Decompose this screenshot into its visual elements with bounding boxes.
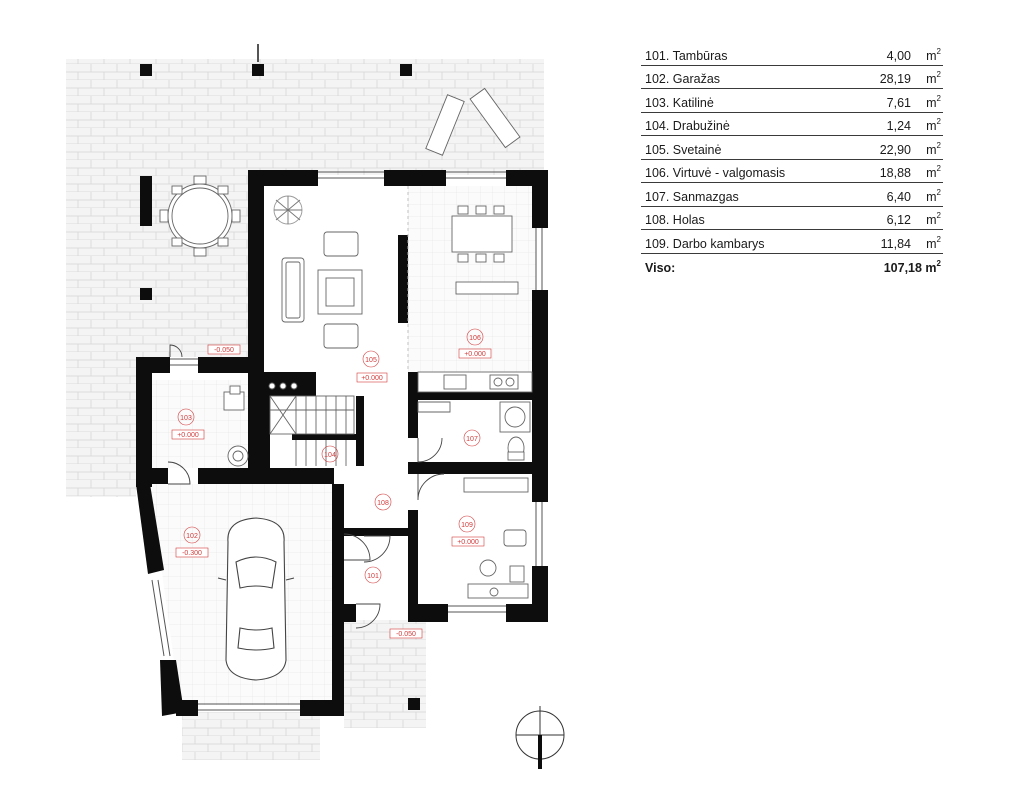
level-106: +0.000 — [464, 351, 486, 358]
room-name: 108. Holas — [645, 213, 705, 227]
outdoor-table — [159, 175, 241, 257]
total-row: Viso: 107,18 m2 — [641, 254, 943, 277]
tag-107: 107 — [466, 436, 478, 443]
tag-108: 108 — [377, 500, 389, 507]
room-name: 105. Svetainė — [645, 142, 722, 157]
room-name: 104. Drabužinė — [645, 119, 730, 133]
tag-106: 106 — [469, 335, 481, 342]
level-105: +0.000 — [361, 375, 383, 382]
door-swings — [167, 344, 445, 629]
total-area: 107,18 m2 — [883, 258, 941, 275]
tag-103: 103 — [180, 415, 192, 422]
windows — [151, 171, 543, 711]
room-name: 101. Tambūras — [645, 48, 728, 63]
bathroom-fixtures — [417, 401, 531, 461]
tag-105: 105 — [365, 357, 377, 364]
total-label: Viso: — [645, 260, 676, 275]
staircase — [268, 382, 355, 466]
room-tags: 105 +0.000 106 +0.000 103 +0.000 107 104… — [171, 335, 492, 639]
sun-loungers — [425, 87, 521, 156]
level-102: -0.300 — [182, 550, 202, 557]
room-name: 109. Darbo kambarys — [645, 236, 765, 251]
level-109: +0.000 — [457, 539, 479, 546]
living-room-furniture — [273, 186, 409, 372]
room-name: 103. Katilinė — [645, 95, 714, 110]
tag-104: 104 — [324, 452, 336, 459]
tag-109: 109 — [461, 522, 473, 529]
room-tag-circles — [177, 328, 484, 584]
tag-101: 101 — [367, 573, 379, 580]
car-icon — [217, 517, 295, 681]
boiler-room-fixtures — [223, 385, 249, 467]
room-name: 107. Sanmazgas — [645, 189, 739, 204]
room-name: 106. Virtuvė - valgomasis — [645, 166, 786, 180]
walls — [136, 64, 548, 716]
floor-plan: 105 +0.000 106 +0.000 103 +0.000 107 104… — [66, 44, 565, 769]
level-terrace: -0.050 — [214, 347, 234, 354]
kitchen-furniture — [417, 205, 533, 393]
tag-102: 102 — [186, 533, 198, 540]
level-entry: -0.050 — [396, 631, 416, 638]
north-arrow-icon — [515, 706, 565, 769]
room-name: 102. Garažas — [645, 72, 721, 86]
study-furniture — [463, 477, 529, 599]
level-103: +0.000 — [177, 432, 199, 439]
